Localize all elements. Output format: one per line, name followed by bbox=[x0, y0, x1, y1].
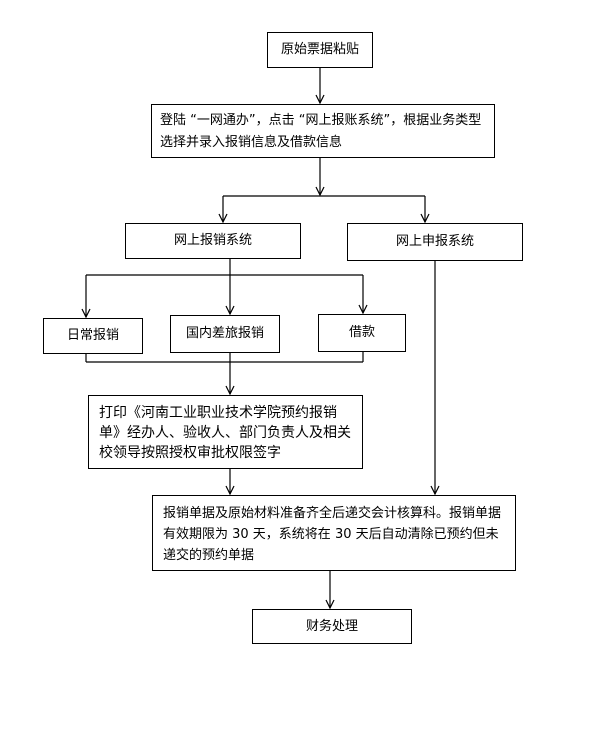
box-print-and-sign: 打印《河南工业职业技术学院预约报销单》经办人、验收人、部门负责人及相关校领导按照… bbox=[88, 395, 363, 469]
box-label: 网上申报系统 bbox=[395, 234, 474, 249]
box-label: 日常报销 bbox=[66, 328, 119, 343]
box-financial-processing: 财务处理 bbox=[252, 609, 412, 644]
box-label: 网上报销系统 bbox=[173, 233, 252, 248]
box-original-receipts: 原始票据粘贴 bbox=[267, 32, 373, 68]
box-loan: 借款 bbox=[318, 314, 406, 352]
box-label: 原始票据粘贴 bbox=[280, 42, 359, 57]
box-submit-documents: 报销单据及原始材料准备齐全后递交会计核算科。报销单据有效期限为 30 天，系统将… bbox=[152, 495, 516, 571]
box-online-reimbursement-system: 网上报销系统 bbox=[125, 223, 301, 259]
box-label: 借款 bbox=[348, 325, 375, 340]
box-login-portal: 登陆 “一网通办”，点击 “网上报账系统”，根据业务类型选择并录入报销信息及借款… bbox=[151, 104, 495, 158]
box-label: 登陆 “一网通办”，点击 “网上报账系统”，根据业务类型选择并录入报销信息及借款… bbox=[160, 113, 482, 150]
box-domestic-travel-reimbursement: 国内差旅报销 bbox=[170, 315, 280, 353]
box-label: 报销单据及原始材料准备齐全后递交会计核算科。报销单据有效期限为 30 天，系统将… bbox=[163, 506, 502, 563]
box-online-declaration-system: 网上申报系统 bbox=[347, 223, 523, 261]
box-label: 打印《河南工业职业技术学院预约报销单》经办人、验收人、部门负责人及相关校领导按照… bbox=[99, 405, 351, 461]
box-label: 国内差旅报销 bbox=[185, 326, 264, 341]
box-daily-reimbursement: 日常报销 bbox=[43, 318, 143, 354]
box-label: 财务处理 bbox=[305, 618, 358, 634]
